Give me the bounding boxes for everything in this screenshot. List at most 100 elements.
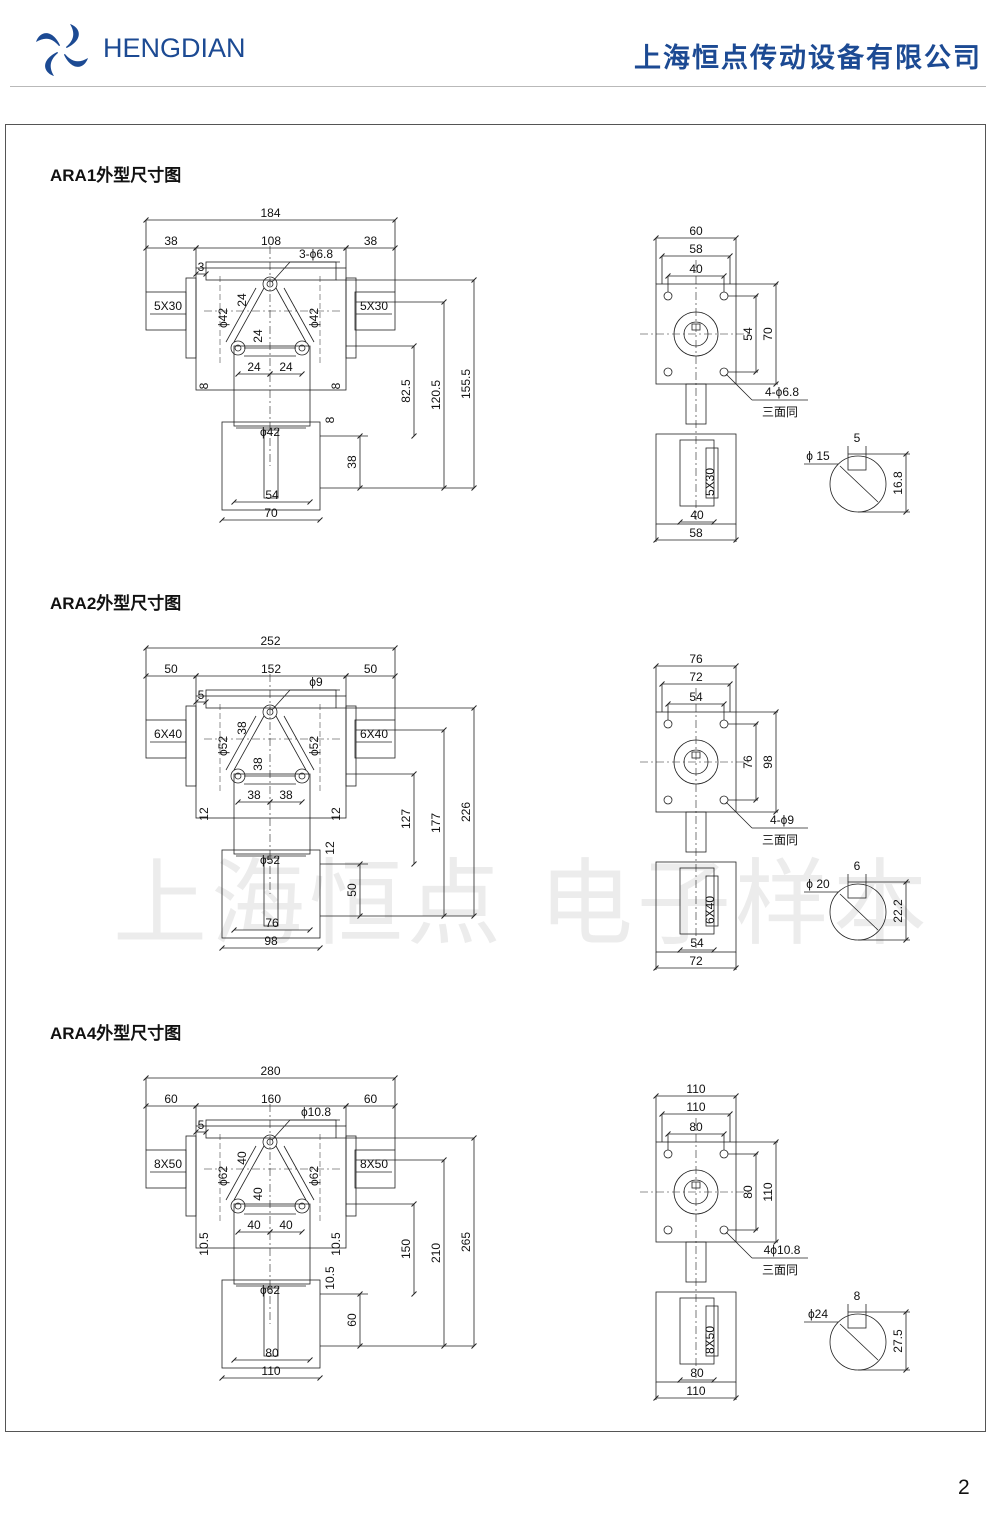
side-note: 三面同: [762, 1263, 798, 1277]
dim-left-shaft: 50: [164, 662, 178, 676]
dim-center-span: 152: [261, 662, 281, 676]
dim-height-3: 226: [459, 802, 473, 822]
dim-side-base-inner: 54: [690, 936, 704, 950]
flange-right: 8: [329, 382, 343, 389]
dim-overall-width: 252: [260, 634, 280, 648]
dia-left: ϕ42: [216, 308, 230, 328]
dim-side-base-inner: 40: [690, 508, 704, 522]
key-left-label: 5X30: [154, 299, 182, 313]
dim-offset: 5: [198, 688, 205, 702]
shaft-dia: ϕ 20: [806, 877, 830, 891]
dim-height-2: 120.5: [429, 380, 443, 410]
dim-side-v2: 110: [761, 1182, 775, 1201]
shaft-key-width: 6: [854, 859, 861, 873]
side-holes-callout: 4ϕ10.8: [764, 1243, 801, 1257]
shaft-height: 27.5: [891, 1329, 905, 1353]
dim-horiz-2: 38: [279, 788, 293, 802]
side-note: 三面同: [762, 405, 798, 419]
dim-base-outer: 70: [264, 506, 278, 520]
dia-right: ϕ42: [307, 308, 321, 328]
side-key: 8X50: [703, 1326, 717, 1354]
dim-left-shaft: 38: [164, 234, 178, 248]
dim-horiz-2: 24: [279, 360, 293, 374]
dim-vert-1: 38: [235, 721, 249, 735]
dim-side-base-inner: 80: [690, 1366, 704, 1380]
dia-right: ϕ62: [307, 1166, 321, 1186]
dim-vert-1: 24: [235, 293, 249, 307]
company-name: 上海恒点传动设备有限公司: [634, 43, 982, 74]
key-left-label: 8X50: [154, 1157, 182, 1171]
base-gap: 10.5: [323, 1266, 337, 1290]
dim-height-3: 265: [459, 1232, 473, 1252]
dim-vert-2: 24: [251, 329, 265, 343]
base-dia: ϕ42: [260, 425, 280, 439]
base-dia: ϕ52: [260, 853, 280, 867]
page-number: 2: [958, 1476, 970, 1499]
dim-right-shaft: 60: [364, 1092, 378, 1106]
shaft-dia: ϕ 15: [806, 449, 830, 463]
shaft-dia: ϕ24: [808, 1307, 828, 1321]
dim-side-w2: 58: [689, 242, 703, 256]
shaft-height: 16.8: [891, 471, 905, 495]
dia-right: ϕ52: [307, 736, 321, 756]
dim-side-v1: 76: [741, 755, 755, 769]
dim-overall-width: 280: [260, 1064, 280, 1078]
dim-base-outer: 98: [264, 934, 278, 948]
shaft-section: ϕ 20 6 22.2: [804, 859, 910, 943]
dim-right-shaft: 50: [364, 662, 378, 676]
flange-right: 12: [329, 807, 343, 821]
dim-height-1: 150: [399, 1239, 413, 1259]
dim-center-span: 160: [261, 1092, 281, 1106]
drawing-frame: [5, 124, 986, 1432]
dim-height-2: 210: [429, 1243, 443, 1263]
section-title-ara1: ARA1外型尺寸图: [50, 166, 182, 185]
hole-callout: ϕ9: [309, 675, 323, 689]
dim-horiz-1: 40: [247, 1218, 261, 1232]
dim-side-w3: 80: [689, 1120, 703, 1134]
hole-callout: 3-ϕ6.8: [299, 247, 333, 261]
dim-side-w2: 110: [686, 1100, 705, 1114]
dim-right-shaft: 38: [364, 234, 378, 248]
hole-callout: ϕ10.8: [301, 1105, 331, 1119]
dim-vert-2: 40: [251, 1187, 265, 1201]
dim-horiz-2: 40: [279, 1218, 293, 1232]
side-holes-callout: 4-ϕ6.8: [765, 385, 799, 399]
dia-left: ϕ62: [216, 1166, 230, 1186]
dim-side-w3: 54: [689, 690, 703, 704]
shaft-height: 22.2: [891, 899, 905, 923]
brand-name: HENGDIAN: [103, 33, 246, 63]
dim-offset: 5: [198, 1118, 205, 1132]
dim-vert-2: 38: [251, 757, 265, 771]
side-key: 6X40: [703, 896, 717, 924]
dim-height-3: 155.5: [459, 369, 473, 399]
watermark: 上海恒点 电子样本: [113, 850, 931, 959]
key-right-label: 8X50: [360, 1157, 388, 1171]
dim-height-2: 177: [429, 813, 443, 833]
base-gap: 12: [323, 841, 337, 855]
dim-base-inner: 54: [265, 488, 279, 502]
key-right-label: 5X30: [360, 299, 388, 313]
dim-center-span: 108: [261, 234, 281, 248]
hengdian-logo-icon: [36, 24, 88, 76]
dim-height-base: 60: [345, 1313, 359, 1327]
dim-base-outer: 110: [261, 1364, 280, 1378]
dim-height-1: 82.5: [399, 379, 413, 403]
dim-side-w1: 110: [686, 1082, 705, 1096]
section-title-ara2: ARA2外型尺寸图: [50, 594, 182, 613]
dim-left-shaft: 60: [164, 1092, 178, 1106]
dia-left: ϕ52: [216, 736, 230, 756]
section-title-ara4: ARA4外型尺寸图: [50, 1024, 182, 1043]
dim-side-base-outer: 110: [686, 1384, 705, 1398]
dim-overall-width: 184: [260, 206, 280, 220]
side-holes-callout: 4-ϕ9: [770, 813, 794, 827]
dim-side-base-outer: 72: [689, 954, 703, 968]
dim-side-v1: 54: [741, 327, 755, 341]
shaft-key-width: 5: [854, 431, 861, 445]
base-gap: 8: [323, 416, 337, 423]
